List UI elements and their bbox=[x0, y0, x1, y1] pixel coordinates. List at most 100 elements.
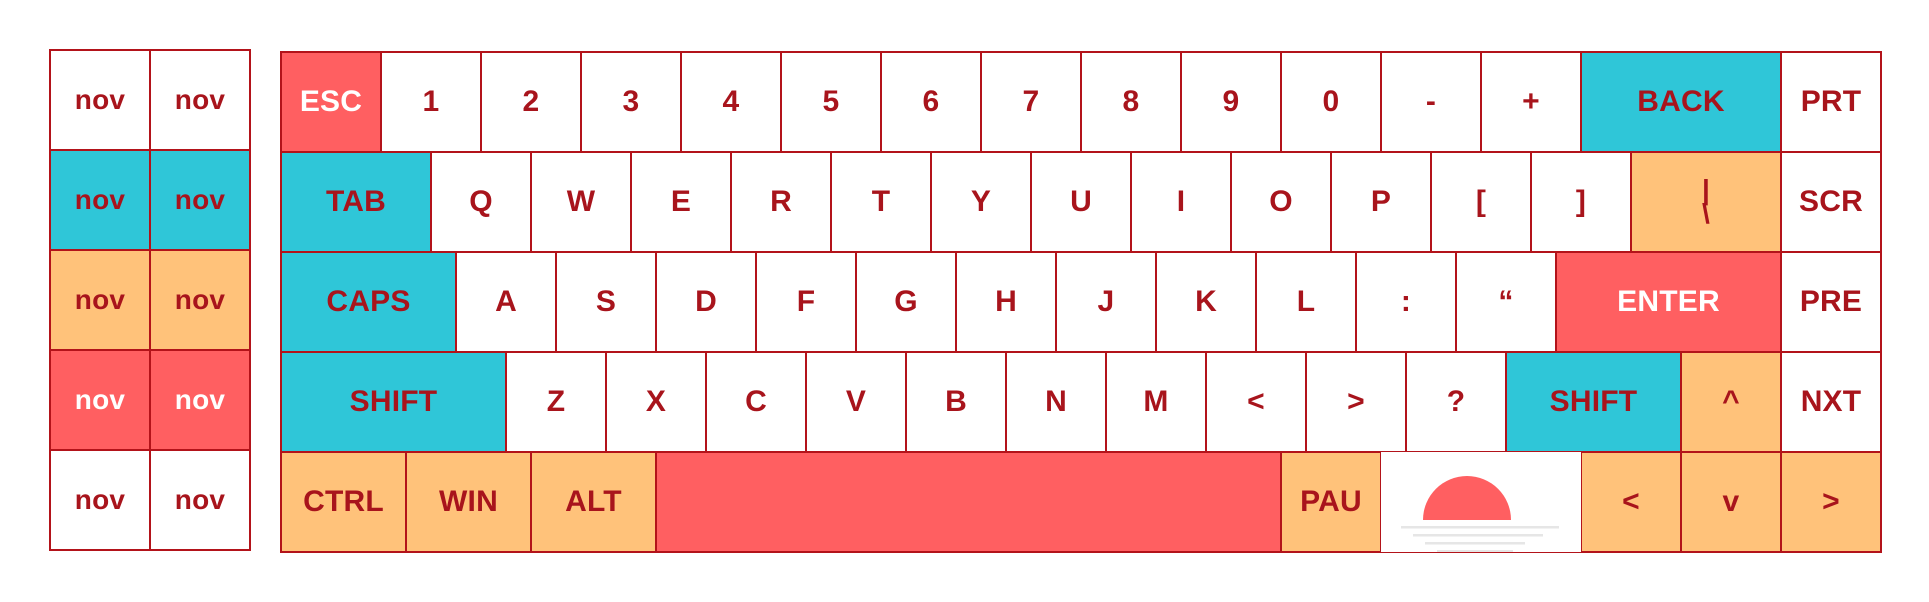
letter-key[interactable]: B bbox=[906, 352, 1006, 452]
scroll-lock-key[interactable]: SCR bbox=[1781, 152, 1881, 252]
right-shift-key[interactable]: SHIFT bbox=[1506, 352, 1681, 452]
key-label: 2 bbox=[522, 85, 540, 118]
plus-key[interactable]: + bbox=[1481, 52, 1581, 152]
ctrl-key[interactable]: CTRL bbox=[281, 452, 406, 552]
key-label: W bbox=[566, 185, 596, 218]
next-key[interactable]: NXT bbox=[1781, 352, 1881, 452]
key-label: nov bbox=[174, 384, 226, 415]
left-key[interactable]: nov bbox=[50, 450, 150, 550]
pipe-label: | bbox=[1701, 174, 1711, 206]
letter-key[interactable]: K bbox=[1156, 252, 1256, 352]
letter-key[interactable]: V bbox=[806, 352, 906, 452]
arrow-up-key[interactable]: ^ bbox=[1681, 352, 1781, 452]
left-key[interactable]: nov bbox=[150, 450, 250, 550]
letter-key[interactable]: D bbox=[656, 252, 756, 352]
letter-key[interactable]: W bbox=[531, 152, 631, 252]
number-key[interactable]: 0 bbox=[1281, 52, 1381, 152]
letter-key[interactable]: Y bbox=[931, 152, 1031, 252]
letter-key[interactable]: T bbox=[831, 152, 931, 252]
left-row-1: nov nov bbox=[50, 50, 250, 150]
left-key[interactable]: nov bbox=[150, 50, 250, 150]
number-key[interactable]: 9 bbox=[1181, 52, 1281, 152]
arrow-right-key[interactable]: > bbox=[1781, 452, 1881, 552]
letter-key[interactable]: P bbox=[1331, 152, 1431, 252]
letter-key[interactable]: C bbox=[706, 352, 806, 452]
key-label: ^ bbox=[1722, 385, 1740, 418]
left-key[interactable]: nov bbox=[150, 350, 250, 450]
colon-key[interactable]: : bbox=[1356, 252, 1456, 352]
enter-key[interactable]: ENTER bbox=[1556, 252, 1781, 352]
pipe-backslash-key[interactable]: | \ bbox=[1631, 152, 1781, 252]
alt-key[interactable]: ALT bbox=[531, 452, 656, 552]
left-key-grid: nov nov nov nov nov nov nov nov nov nov bbox=[49, 49, 251, 551]
letter-key[interactable]: U bbox=[1031, 152, 1131, 252]
key-label: : bbox=[1400, 285, 1412, 318]
arrow-down-key[interactable]: v bbox=[1681, 452, 1781, 552]
arrow-left-key[interactable]: < bbox=[1581, 452, 1681, 552]
print-screen-key[interactable]: PRT bbox=[1781, 52, 1881, 152]
number-key[interactable]: 5 bbox=[781, 52, 881, 152]
win-key[interactable]: WIN bbox=[406, 452, 531, 552]
quote-key[interactable]: “ bbox=[1456, 252, 1556, 352]
key-label: A bbox=[495, 285, 517, 318]
letter-key[interactable]: R bbox=[731, 152, 831, 252]
key-label: nov bbox=[74, 484, 126, 515]
letter-key[interactable]: L bbox=[1256, 252, 1356, 352]
tab-key[interactable]: TAB bbox=[281, 152, 431, 252]
key-label: nov bbox=[74, 284, 126, 315]
logo-area bbox=[1381, 452, 1581, 552]
left-key[interactable]: nov bbox=[50, 50, 150, 150]
pre-key[interactable]: PRE bbox=[1781, 252, 1881, 352]
key-label: 7 bbox=[1022, 85, 1040, 118]
number-key[interactable]: 4 bbox=[681, 52, 781, 152]
letter-key[interactable]: F bbox=[756, 252, 856, 352]
letter-key[interactable]: I bbox=[1131, 152, 1231, 252]
question-key[interactable]: ? bbox=[1406, 352, 1506, 452]
key-label: D bbox=[695, 285, 717, 318]
key-label: CTRL bbox=[303, 485, 384, 518]
letter-key[interactable]: A bbox=[456, 252, 556, 352]
key-label: N bbox=[1045, 385, 1067, 418]
number-key[interactable]: 6 bbox=[881, 52, 981, 152]
number-key[interactable]: 7 bbox=[981, 52, 1081, 152]
letter-key[interactable]: E bbox=[631, 152, 731, 252]
left-key[interactable]: nov bbox=[150, 250, 250, 350]
bracket-close-key[interactable]: ] bbox=[1531, 152, 1631, 252]
left-key[interactable]: nov bbox=[50, 350, 150, 450]
number-key[interactable]: 3 bbox=[581, 52, 681, 152]
backspace-key[interactable]: BACK bbox=[1581, 52, 1781, 152]
esc-key[interactable]: ESC bbox=[281, 52, 381, 152]
left-key[interactable]: nov bbox=[150, 150, 250, 250]
left-shift-key[interactable]: SHIFT bbox=[281, 352, 506, 452]
key-label: + bbox=[1522, 85, 1540, 118]
letter-key[interactable]: G bbox=[856, 252, 956, 352]
key-label: V bbox=[845, 385, 867, 418]
letter-key[interactable]: O bbox=[1231, 152, 1331, 252]
left-key[interactable]: nov bbox=[50, 250, 150, 350]
left-row-5: nov nov bbox=[50, 450, 250, 550]
letter-key[interactable]: N bbox=[1006, 352, 1106, 452]
caps-lock-key[interactable]: CAPS bbox=[281, 252, 456, 352]
letter-key[interactable]: H bbox=[956, 252, 1056, 352]
minus-key[interactable]: - bbox=[1381, 52, 1481, 152]
spacebar-key[interactable] bbox=[656, 452, 1281, 552]
number-key[interactable]: 2 bbox=[481, 52, 581, 152]
letter-key[interactable]: M bbox=[1106, 352, 1206, 452]
left-key[interactable]: nov bbox=[50, 150, 150, 250]
letter-key[interactable]: Z bbox=[506, 352, 606, 452]
letter-key[interactable]: Q bbox=[431, 152, 531, 252]
letter-key[interactable]: S bbox=[556, 252, 656, 352]
number-key[interactable]: 8 bbox=[1081, 52, 1181, 152]
letter-key[interactable]: J bbox=[1056, 252, 1156, 352]
less-than-key[interactable]: < bbox=[1206, 352, 1306, 452]
key-label: PRT bbox=[1800, 85, 1862, 118]
key-label: 0 bbox=[1322, 85, 1340, 118]
greater-than-key[interactable]: > bbox=[1306, 352, 1406, 452]
letter-key[interactable]: X bbox=[606, 352, 706, 452]
number-key[interactable]: 1 bbox=[381, 52, 481, 152]
key-label: O bbox=[1269, 185, 1293, 218]
keyboard-row-3: CAPS A S D F G H J K L : “ ENTER PRE bbox=[281, 252, 1881, 352]
pause-key[interactable]: PAU bbox=[1281, 452, 1381, 552]
bracket-open-key[interactable]: [ bbox=[1431, 152, 1531, 252]
key-label: Q bbox=[469, 185, 493, 218]
